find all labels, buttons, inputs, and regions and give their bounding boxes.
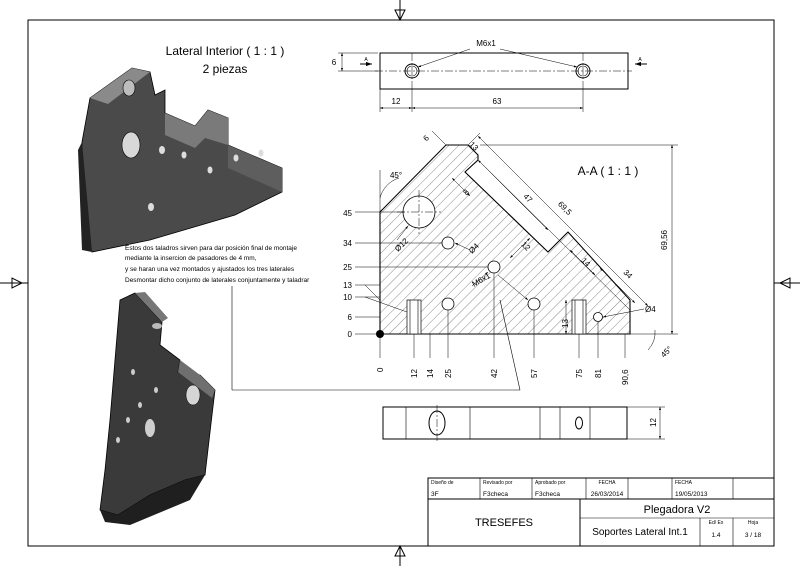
sheet-label: Hoja	[748, 520, 759, 526]
isometric-view-top	[78, 67, 283, 253]
section-marker-left: A	[364, 57, 368, 63]
company-name: TRESEFES	[475, 517, 533, 529]
dim-34: 34	[621, 268, 634, 281]
dim-6: 6	[421, 133, 431, 143]
reviewed-value: F3checa	[483, 491, 508, 498]
top-dim-height: 6	[332, 58, 337, 67]
dim-47: 47	[521, 192, 534, 205]
project-name: Plegadora V2	[644, 504, 711, 516]
dim-13-small: 13	[561, 319, 570, 328]
y-label-45: 45	[343, 209, 352, 218]
dim-8: 8	[461, 187, 471, 197]
approved-value: F3checa	[535, 491, 560, 498]
designed-label: Diseño de	[431, 480, 454, 486]
top-dim-63: 63	[493, 97, 502, 106]
top-dim-12: 12	[392, 97, 401, 106]
date-label-1: FECHA	[599, 480, 617, 486]
y-label-6: 6	[348, 313, 353, 322]
note-line-1: Estos dos taladros sirven para dar posic…	[125, 245, 297, 252]
x-label-57: 57	[530, 369, 539, 378]
x-label-25: 25	[444, 369, 453, 378]
top-thread-label: M6x1	[476, 39, 496, 48]
note-line-3: y se haran una vez montados y ajustados …	[125, 266, 295, 273]
top-view: A A M6x1 6 12 63	[332, 39, 647, 112]
x-label-42: 42	[490, 369, 499, 378]
reviewed-label: Revisado por	[483, 480, 513, 486]
dia-4-label-b: Ø4	[645, 305, 656, 314]
edition-label: Ed/ Ex	[709, 520, 724, 526]
sheet-value: 3 / 18	[745, 532, 762, 539]
bottom-view: 12	[382, 405, 665, 441]
lateral-view-quantity: 2 piezas	[203, 62, 248, 76]
x-label-90-6: 90,6	[621, 369, 630, 385]
x-label-81: 81	[594, 369, 603, 378]
note-line-4: Desmontar dicho conjunto de laterales co…	[125, 277, 310, 284]
y-label-10: 10	[343, 293, 352, 302]
dim-69-5: 69,5	[556, 200, 574, 218]
y-label-0: 0	[348, 330, 353, 339]
part-name: Soportes Lateral Int.1	[592, 527, 688, 538]
title-block: Diseño de 3F Revisado por F3checa Aproba…	[427, 477, 775, 547]
date-value-2: 19/05/2013	[675, 491, 708, 498]
y-label-13: 13	[343, 281, 352, 290]
date-value-1: 26/03/2014	[591, 491, 624, 498]
x-label-14: 14	[426, 369, 435, 378]
isometric-view-bottom	[99, 292, 216, 525]
designed-value: 3F	[431, 491, 439, 498]
x-label-75: 75	[575, 369, 584, 378]
date-label-2: FECHA	[675, 480, 693, 486]
section-marker-right: A	[638, 57, 642, 63]
lateral-view-title: Lateral Interior ( 1 : 1 )	[166, 44, 285, 58]
section-view-title: A-A ( 1 : 1 )	[578, 164, 639, 178]
note-line-2: mediante la insercion de pasadores de 4 …	[125, 255, 257, 262]
angle-right: 45°	[659, 344, 674, 359]
bottom-dim-12: 12	[649, 418, 658, 427]
angle-left: 45°	[390, 171, 402, 180]
approved-label: Aprobado por	[535, 480, 566, 486]
y-label-34: 34	[343, 239, 352, 248]
dim-69-56: 69,56	[660, 229, 669, 250]
y-label-25: 25	[343, 263, 352, 272]
edition-value: 1.4	[711, 532, 720, 539]
x-label-0: 0	[376, 367, 385, 372]
section-view: A-A ( 1 : 1 ) 45 34 25 13 10 6 0	[343, 130, 678, 385]
x-label-12: 12	[410, 369, 419, 378]
